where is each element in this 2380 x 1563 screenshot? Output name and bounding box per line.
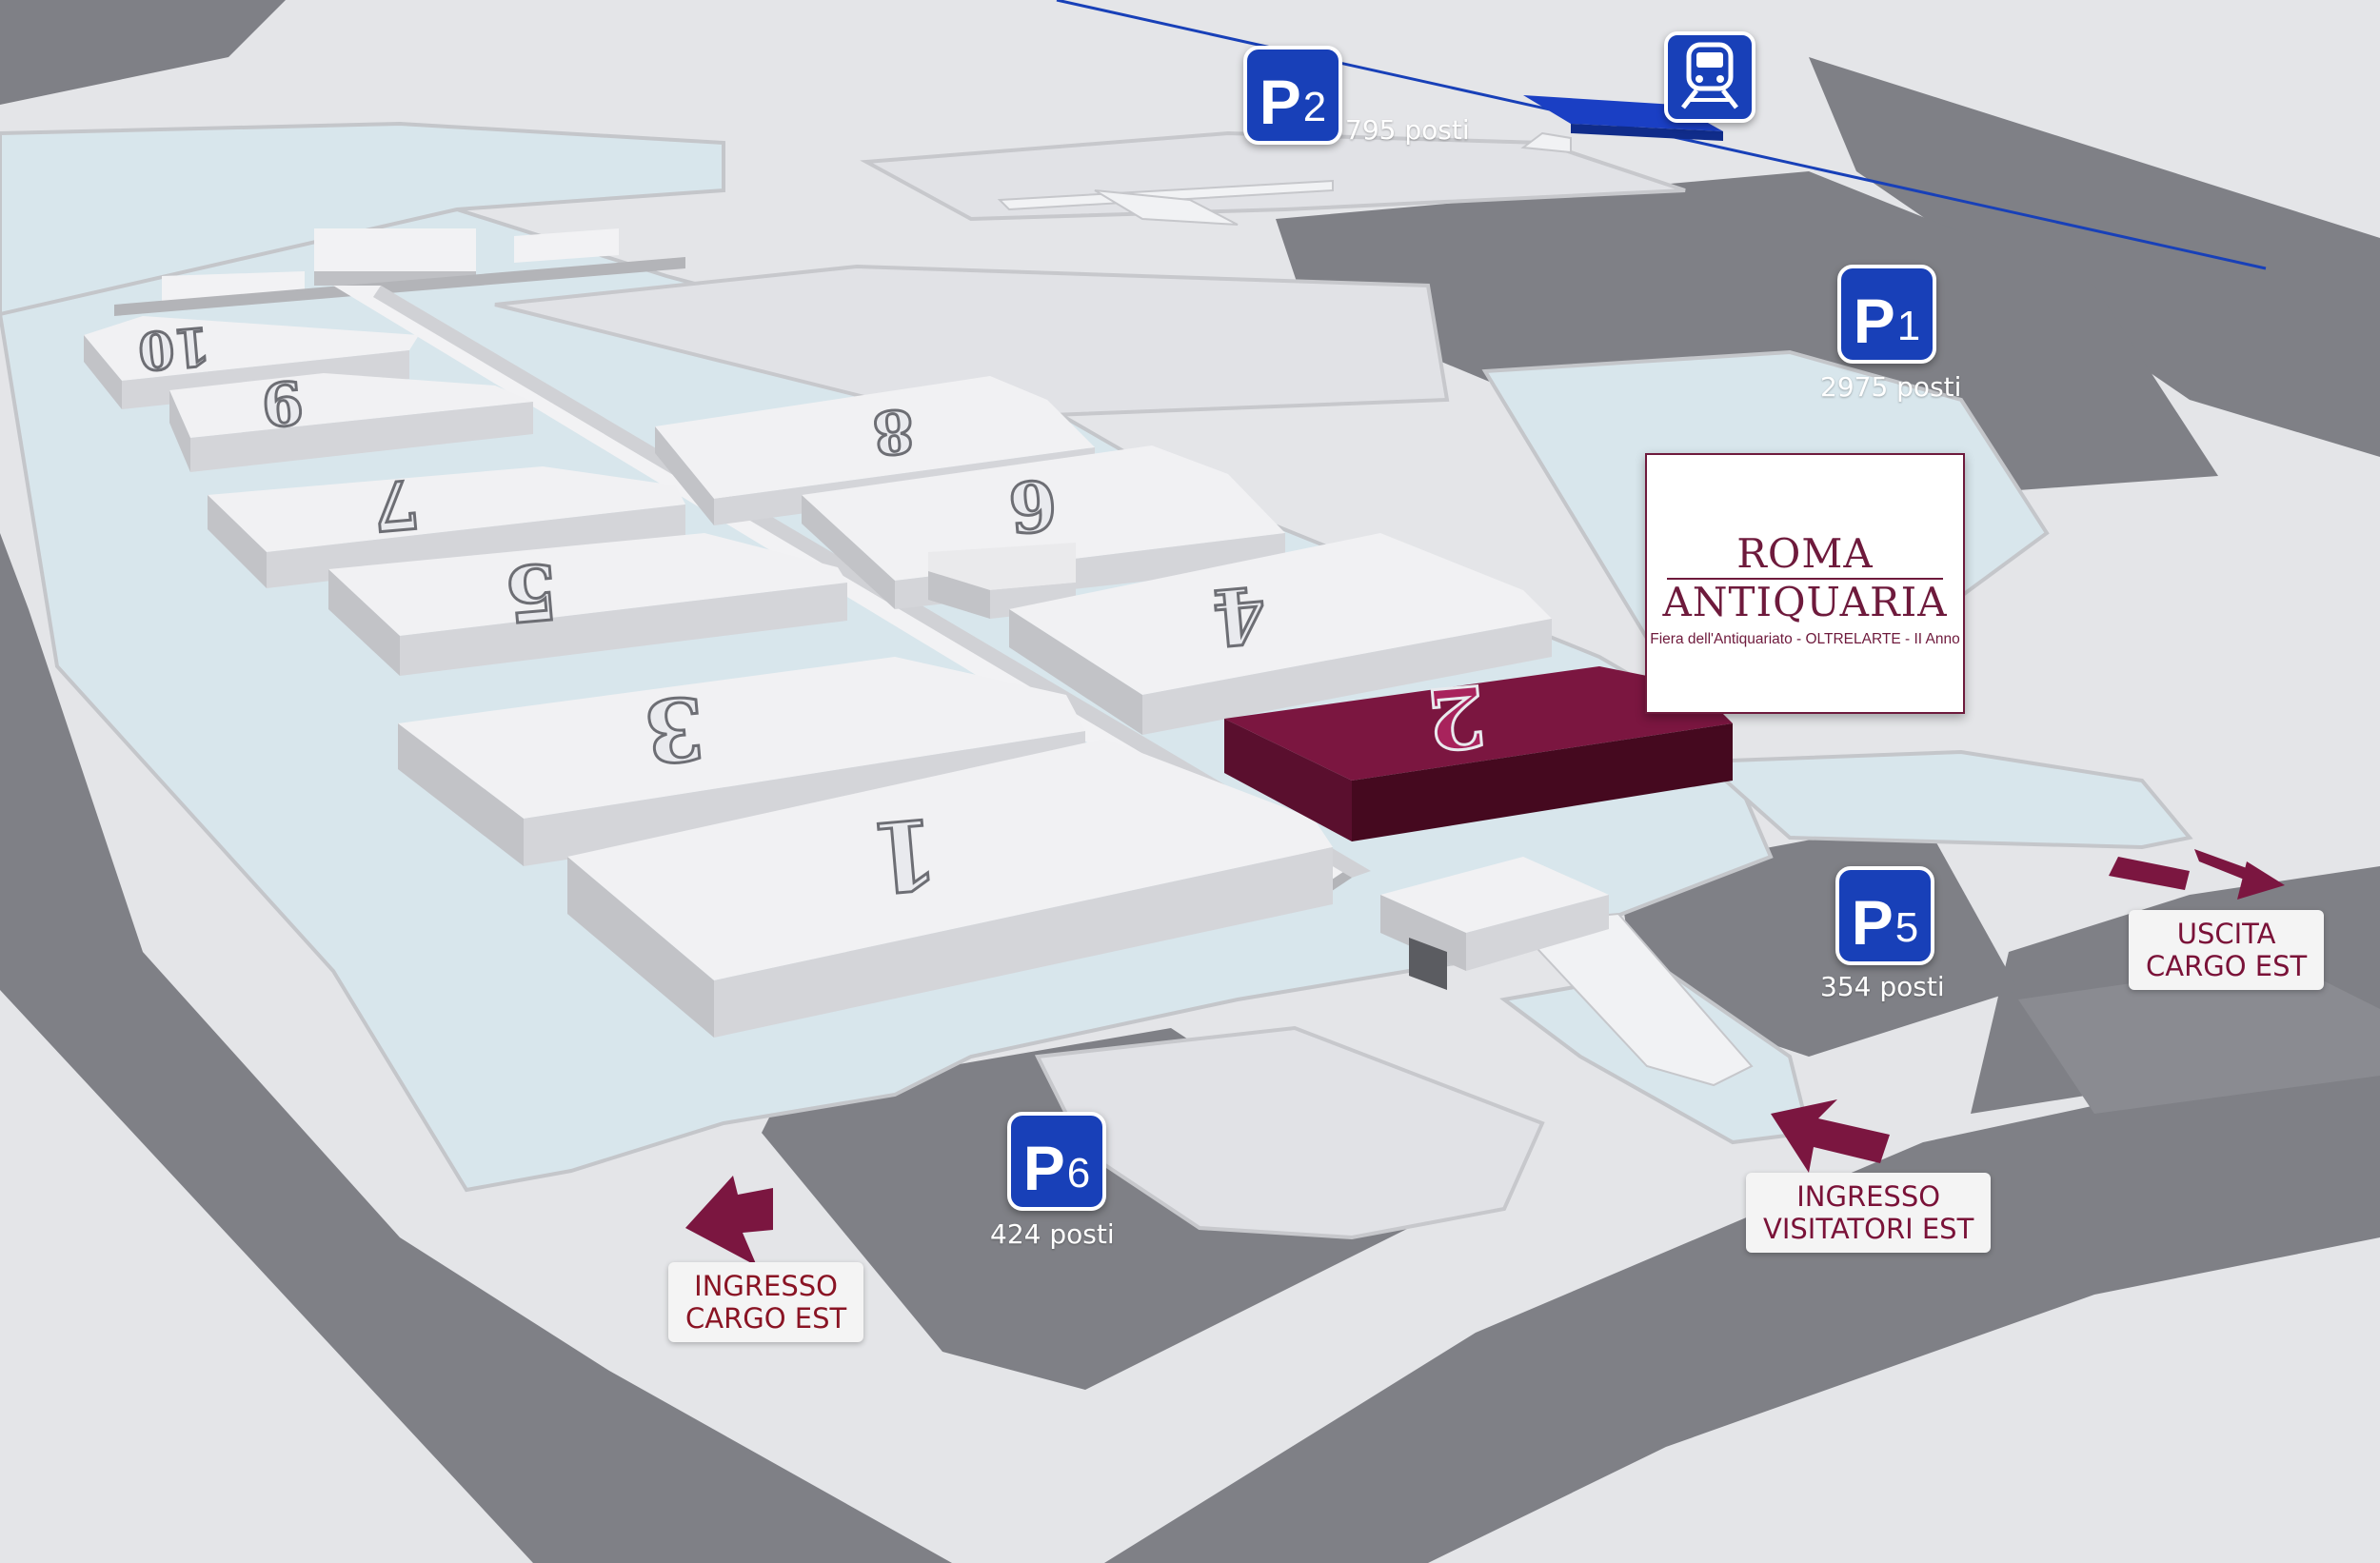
parking-p1-prefix: P [1853, 286, 1895, 356]
ingresso-cargo-line2: CARGO EST [685, 1302, 847, 1335]
logo-tagline: Fiera dell'Antiquariato - OLTRELARTE - I… [1650, 631, 1960, 647]
hall-label-10: 10 [136, 315, 212, 382]
service-buildings [114, 228, 685, 316]
walkways [997, 131, 1754, 1087]
arrow-ingresso-visitatori [1771, 1099, 1890, 1173]
uscita-cargo-line2: CARGO EST [2146, 950, 2308, 982]
logo-line-antiquaria: ANTIQUARIA [1662, 579, 1948, 625]
hall-label-4: 4 [1209, 568, 1270, 662]
hall-5 [328, 533, 847, 676]
east-entrance-pavilion [1380, 857, 1609, 990]
train-station-badge[interactable] [1664, 31, 1755, 123]
ingresso-visitatori-line2: VISITATORI EST [1763, 1213, 1974, 1245]
hall-label-5: 5 [501, 545, 562, 639]
ingresso-cargo-line1: INGRESSO [694, 1270, 839, 1302]
hall-1 [567, 739, 1333, 1038]
parking-p5-prefix: P [1851, 887, 1894, 958]
parking-p1-capacity: 2975 posti [1820, 371, 1962, 403]
parking-p6-capacity: 424 posti [990, 1218, 1115, 1250]
label-uscita-cargo-est[interactable]: USCITA CARGO EST [2129, 910, 2325, 990]
hall-6-annex [928, 543, 1076, 619]
parking-p1-number: 1 [1896, 303, 1921, 349]
parking-lot-south [2018, 961, 2380, 1114]
hall-label-1: 1 [866, 796, 942, 914]
hall-4 [1009, 533, 1552, 735]
hall-9 [169, 373, 533, 472]
roma-antiquaria-logo: ROMA ANTIQUARIA Fiera dell'Antiquariato … [1645, 453, 1965, 714]
uscita-cargo-line1: USCITA [2176, 918, 2276, 950]
hall-2 [1224, 666, 1733, 841]
hall-labels: 10 9 7 5 3 1 8 6 4 2 [134, 314, 1491, 916]
parking-p5-capacity: 354 posti [1820, 971, 1945, 1002]
parking-p6-number: 6 [1066, 1150, 1091, 1197]
arrow-uscita-cargo [2194, 849, 2247, 880]
parking-p6-prefix: P [1022, 1133, 1065, 1203]
parking-p5-number: 5 [1894, 904, 1919, 951]
hall-label-2: 2 [1423, 665, 1490, 769]
ingresso-visitatori-line1: INGRESSO [1796, 1180, 1941, 1213]
hall-3 [398, 657, 1085, 866]
hall-label-6: 6 [1005, 464, 1060, 548]
parking-p2-capacity: 795 posti [1345, 114, 1470, 146]
parking-p2-prefix: P [1259, 67, 1301, 137]
entry-arrow-icon [685, 849, 2285, 1266]
logo-line-roma: ROMA [1736, 530, 1874, 577]
parking-lot-p1 [1276, 171, 2218, 495]
arrow-ingresso-cargo [685, 1176, 773, 1266]
hall-label-9: 9 [259, 366, 306, 439]
hall-label-7: 7 [369, 464, 423, 546]
hall-label-3: 3 [641, 676, 709, 782]
label-ingresso-cargo-est[interactable]: INGRESSO CARGO EST [668, 1262, 864, 1342]
parking-p2-number: 2 [1302, 84, 1327, 130]
label-ingresso-visitatori-est[interactable]: INGRESSO VISITATORI EST [1746, 1173, 1992, 1253]
hall-label-8: 8 [870, 395, 917, 467]
logo-rule [1667, 578, 1943, 580]
train-icon [1681, 42, 1738, 109]
